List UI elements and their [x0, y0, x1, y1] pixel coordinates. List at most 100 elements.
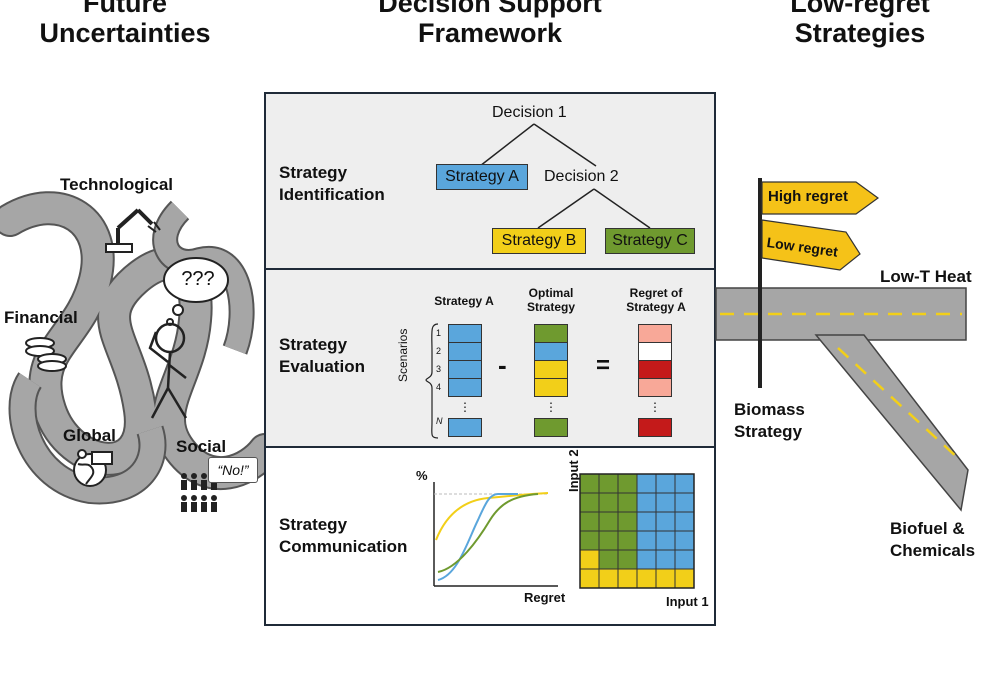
grid-cell — [617, 473, 638, 494]
grid-cell — [636, 549, 657, 570]
speech-bubble: “No!” — [208, 457, 258, 483]
cell — [534, 343, 568, 361]
coins-icon — [25, 337, 67, 372]
high-regret-sign — [761, 181, 880, 215]
grid-cell — [617, 568, 638, 589]
header-line-1: Decision Support — [378, 0, 602, 18]
curve-x-label: Regret — [524, 590, 566, 605]
grid-frame — [579, 473, 695, 589]
cell — [638, 418, 672, 437]
grid-cell — [674, 473, 695, 494]
header-line-2: Strategy — [526, 300, 576, 314]
grid-cell — [636, 473, 657, 494]
header-line-1: Low-regret — [790, 0, 930, 18]
grid-cell — [636, 530, 657, 551]
panel-communication: Strategy Communication % Regret Input 2 … — [264, 446, 716, 626]
thought-text: ??? — [181, 268, 215, 290]
scenario-num-3: 3 — [436, 364, 442, 374]
header-line-2: Framework — [417, 18, 563, 48]
cell — [638, 361, 672, 379]
curve-green — [437, 493, 539, 573]
header-line-1: Optimal — [528, 286, 574, 300]
grid-cell — [579, 492, 600, 513]
grid-cell — [598, 568, 619, 589]
panel-title: Strategy Communication — [279, 514, 407, 558]
decision-2-label: Decision 2 — [544, 168, 619, 185]
header-line-2: Strategy A — [626, 300, 686, 314]
label-global: Global — [63, 426, 116, 445]
cell — [638, 343, 672, 361]
panel-title: Strategy Evaluation — [279, 334, 365, 378]
scenario-num-2: 2 — [436, 346, 442, 356]
grid-cell — [598, 511, 619, 532]
label-line-1: Biofuel & — [890, 519, 965, 538]
high-regret-label: High regret — [768, 188, 849, 205]
minus-sign: - — [498, 350, 507, 380]
curve-y-label: % — [416, 468, 428, 483]
scenario-num-4: 4 — [436, 382, 442, 392]
globe-icon — [73, 449, 113, 487]
label-technological: Technological — [60, 175, 174, 194]
title-line-2: Identification — [279, 185, 385, 204]
label-line-2: Chemicals — [890, 541, 976, 560]
grid-cell — [579, 530, 600, 551]
panel-identification: Strategy Identification Decision 1 Strat… — [264, 92, 716, 270]
grid-cell — [617, 530, 638, 551]
title-line-1: Strategy — [279, 163, 348, 182]
grid-cell — [674, 511, 695, 532]
grid-cell — [655, 473, 676, 494]
grid-cell — [579, 568, 600, 589]
strategy-a-column: ⋮ — [448, 324, 482, 437]
low-regret-sign — [761, 219, 861, 271]
panel-evaluation: Strategy Evaluation Strategy A Optimal S… — [264, 268, 716, 448]
header-line-2: Strategies — [794, 18, 926, 48]
grid-cell — [655, 549, 676, 570]
grid-cell — [655, 511, 676, 532]
scenario-num-n: N — [436, 416, 443, 426]
grid-cell — [579, 549, 600, 570]
thought-bubble — [163, 257, 229, 326]
label-line-2: Strategy — [734, 422, 803, 441]
grid-cell — [598, 549, 619, 570]
cell — [448, 379, 482, 397]
speech-text: “No!” — [217, 462, 249, 478]
cell — [534, 361, 568, 379]
scenario-num-1: 1 — [436, 328, 442, 338]
label-line-1: Biomass — [734, 400, 805, 419]
grid-cell — [598, 473, 619, 494]
grid-cell — [617, 511, 638, 532]
col-optimal-header: Optimal Strategy — [516, 286, 586, 314]
cell — [638, 324, 672, 343]
equals-sign: = — [596, 352, 611, 379]
header-decision-support: Decision Support Framework — [340, 0, 640, 48]
road-branch-center-line — [837, 347, 961, 461]
grid-cell — [674, 549, 695, 570]
strategy-c-box: Strategy C — [605, 228, 695, 254]
grid-x-label: Input 1 — [666, 594, 709, 609]
regret-map-grid — [579, 473, 695, 589]
decision-tree-lines — [479, 123, 651, 229]
title-line-2: Communication — [279, 537, 408, 556]
col-strategy-a-header: Strategy A — [434, 294, 494, 308]
regret-column: ⋮ — [638, 324, 672, 437]
label-social: Social — [176, 437, 227, 456]
robot-arm-icon — [105, 208, 161, 253]
regret-curves — [433, 482, 558, 587]
panel-title: Strategy Identification — [279, 162, 385, 206]
grid-cell — [636, 511, 657, 532]
ellipsis: ⋮ — [649, 400, 661, 414]
title-line-1: Strategy — [279, 515, 348, 534]
optimal-strategy-column: ⋮ — [534, 324, 568, 437]
stick-figure-icon — [148, 322, 188, 419]
grid-cell — [636, 568, 657, 589]
header-low-regret: Low-regret Strategies — [760, 0, 960, 48]
grid-cell — [598, 530, 619, 551]
cell — [534, 379, 568, 397]
biomass-strategy-label: Biomass Strategy — [734, 399, 805, 443]
grid-cell — [579, 473, 600, 494]
grid-cell — [674, 530, 695, 551]
cell — [448, 418, 482, 437]
header-line-1: Regret of — [629, 286, 683, 300]
grid-cell — [598, 492, 619, 513]
ellipsis: ⋮ — [545, 400, 557, 414]
